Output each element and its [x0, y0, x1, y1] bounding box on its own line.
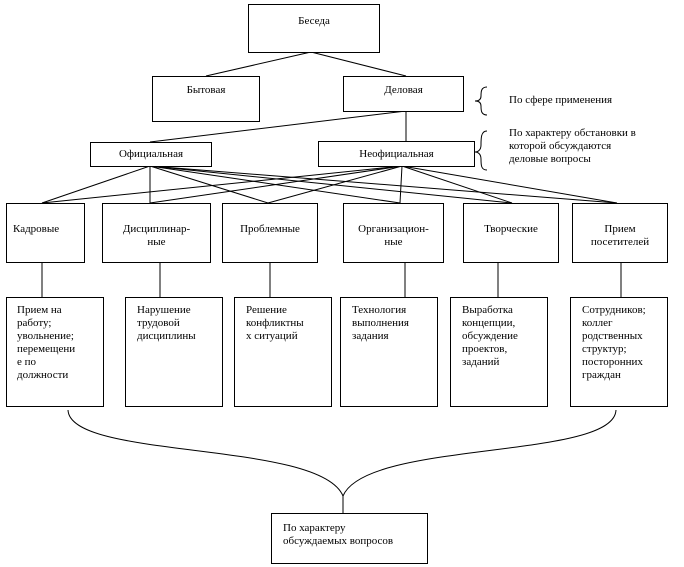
node-unofficial-label: Неофициальная	[359, 147, 434, 160]
edge-unofficial-cat1	[41, 165, 403, 204]
category-kadrovye: Кадровые	[6, 203, 85, 263]
category-problem: Проблемные	[222, 203, 318, 263]
brace-sphere	[474, 86, 488, 116]
brace-environment	[474, 130, 488, 171]
node-root: Беседа	[248, 4, 380, 53]
category-organization: Организацион- ные	[343, 203, 444, 263]
bottom-label-box: По характеру обсуждаемых вопросов	[271, 513, 428, 564]
edge-official-cat6	[149, 165, 618, 204]
node-bytovaya-label: Бытовая	[186, 83, 226, 96]
edge-unofficial-cat6	[401, 165, 618, 204]
edge-unofficial-cat5	[401, 165, 513, 204]
category-visitors: Прием посетителей	[572, 203, 668, 263]
edge-unofficial-cat3	[267, 165, 403, 204]
note-sphere: По сфере применения	[509, 94, 613, 106]
edge-root-delovaya	[310, 51, 407, 77]
edge-root-bytovaya	[205, 51, 312, 77]
edge-official-cat5	[149, 165, 513, 204]
edge-official-cat1	[41, 165, 151, 204]
node-official: Официальная	[90, 142, 212, 167]
detail-creative: Выработка концепции, обсуждение проектов…	[450, 297, 548, 407]
node-bytovaya: Бытовая	[152, 76, 260, 122]
node-root-label: Беседа	[298, 15, 330, 27]
detail-organization: Технология выполнения задания	[340, 297, 438, 407]
node-unofficial: Неофициальная	[318, 141, 475, 167]
category-organization-label: Организацион- ные	[358, 223, 429, 248]
edge-official-cat3	[149, 165, 269, 204]
detail-visitors: Сотрудников; коллег родственных структур…	[570, 297, 668, 407]
node-delovaya-label: Деловая	[384, 83, 423, 96]
detail-kadrovye: Прием на работу; увольнение; перемещени …	[6, 297, 104, 407]
edge-delovaya-official	[149, 110, 407, 143]
detail-discipline: Нарушение трудовой дисциплины	[125, 297, 223, 407]
category-kadrovye-label: Кадровые	[13, 223, 60, 235]
edge-unofficial-cat2	[149, 165, 403, 204]
category-discipline: Дисциплинар- ные	[102, 203, 211, 263]
category-discipline-label: Дисциплинар- ные	[122, 223, 191, 248]
brace-bottom	[67, 409, 617, 498]
edge-unofficial-cat4	[399, 165, 403, 204]
node-official-label: Официальная	[118, 148, 184, 160]
detail-problem: Решение конфликтны х ситуаций	[234, 297, 332, 407]
category-creative-label: Творческие	[484, 223, 538, 235]
category-problem-label: Проблемные	[240, 223, 300, 235]
note-environment: По характеру обстановки в которой обсужд…	[509, 127, 636, 165]
node-delovaya: Деловая	[343, 76, 464, 112]
category-creative: Творческие	[463, 203, 559, 263]
category-visitors-label: Прием посетителей	[590, 223, 650, 248]
